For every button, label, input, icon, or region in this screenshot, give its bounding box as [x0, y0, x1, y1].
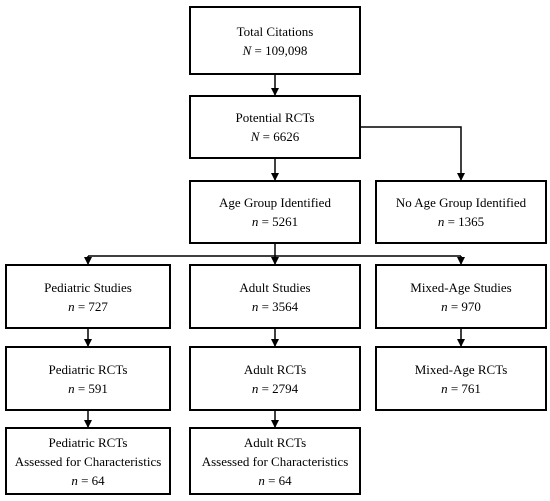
node-count: n = 970 [441, 298, 481, 314]
node-pediatric-studies: Pediatric Studies n = 727 [5, 264, 171, 329]
node-title: No Age Group Identified [395, 195, 527, 210]
node-adult-rcts-assessed: Adult RCTs Assessed for Characteristics … [189, 427, 361, 495]
node-count: n = 761 [441, 380, 481, 396]
node-count: N = 109,098 [242, 42, 308, 58]
node-title: Mixed-Age RCTs [414, 361, 508, 377]
node-mixed-age-rcts: Mixed-Age RCTs n = 761 [375, 346, 547, 411]
node-count: n = 591 [68, 380, 108, 396]
node-count: n = 64 [71, 472, 105, 488]
node-title: Adult RCTs [243, 361, 307, 377]
node-title: Age Group Identified [219, 195, 331, 210]
node-title: Total Citations [236, 23, 314, 39]
node-subtitle: Assessed for Characteristics [201, 453, 349, 469]
node-mixed-age-studies: Mixed-Age Studies n = 970 [375, 264, 547, 329]
node-title: Potential RCTs [235, 110, 315, 125]
node-count: n = 64 [258, 472, 292, 488]
node-total-citations: Total Citations N = 109,098 [189, 6, 361, 75]
edge-potential-to-no-age [361, 126, 465, 181]
node-title: Adult RCTs [243, 434, 307, 450]
node-count: n = 1365 [437, 214, 485, 229]
node-count: n = 2794 [251, 380, 299, 396]
node-adult-studies: Adult Studies n = 3564 [189, 264, 361, 329]
node-count: n = 5261 [251, 214, 299, 229]
node-age-group-identified: Age Group Identified n = 5261 [189, 180, 361, 244]
node-pediatric-rcts: Pediatric RCTs n = 591 [5, 346, 171, 411]
node-count: n = 727 [68, 298, 108, 314]
node-title: Pediatric Studies [44, 279, 132, 295]
node-title: Adult Studies [239, 279, 311, 295]
node-pediatric-rcts-assessed: Pediatric RCTs Assessed for Characterist… [5, 427, 171, 495]
node-count: N = 6626 [250, 129, 300, 144]
node-title: Pediatric RCTs [48, 361, 128, 377]
node-subtitle: Assessed for Characteristics [14, 453, 162, 469]
node-count: n = 3564 [251, 298, 299, 314]
node-potential-rcts: Potential RCTs N = 6626 [189, 95, 361, 159]
node-adult-rcts: Adult RCTs n = 2794 [189, 346, 361, 411]
node-title: Mixed-Age Studies [410, 279, 512, 295]
node-title: Pediatric RCTs [48, 434, 128, 450]
node-no-age-group-identified: No Age Group Identified n = 1365 [375, 180, 547, 244]
